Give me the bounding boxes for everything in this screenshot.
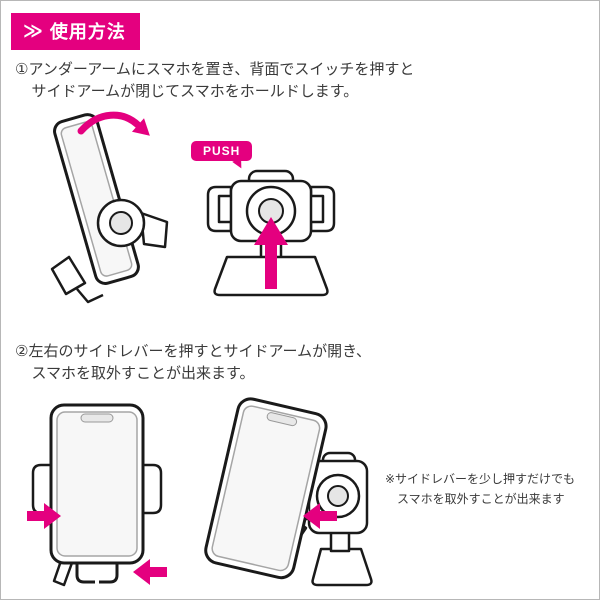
under-arm-plate <box>311 547 373 587</box>
step2-line1: ②左右のサイドレバーを押すとサイドアームが開き、 <box>15 343 372 360</box>
phone-angled <box>204 397 328 580</box>
usage-method-header: ≫ 使用方法 <box>11 13 140 50</box>
holder-arm <box>139 211 169 249</box>
step1-line1: ①アンダーアームにスマホを置き、背面でスイッチを押すと <box>15 61 415 78</box>
push-badge: PUSH <box>191 141 253 171</box>
header-title: 使用方法 <box>49 22 126 42</box>
under-arm-bracket <box>50 255 87 296</box>
note-line2: スマホを取外すことが出来ます <box>397 492 565 507</box>
holder-front-view-illustration <box>191 153 351 308</box>
side-lever-arrow-left-icon <box>27 503 61 529</box>
under-arm-foot-left <box>75 559 95 584</box>
place-phone-arrowhead-icon <box>131 118 150 136</box>
phone-notch <box>80 413 114 423</box>
side-arm-left <box>206 185 233 233</box>
place-phone-arrow-icon <box>77 111 142 135</box>
release-lever-arrow-icon <box>303 503 337 529</box>
note-text: ※サイドレバーを少し押すだけでも スマホを取外すことが出来ます <box>385 469 590 510</box>
side-lever-arrow-bottom-icon <box>133 559 167 585</box>
push-up-arrow-icon <box>254 217 288 289</box>
step1-text: ①アンダーアームにスマホを置き、背面でスイッチを押すと サイドアームが閉じてスマ… <box>15 59 414 103</box>
side-arm-right <box>141 463 163 515</box>
step2-line2: スマホを取外すことが出来ます。 <box>31 364 255 382</box>
push-label: PUSH <box>203 144 241 158</box>
under-arm-foot-right <box>99 559 119 584</box>
step1-line2: サイドアームが閉じてスマホをホールドします。 <box>31 82 359 100</box>
phone-in-holder-angled-illustration <box>193 397 378 599</box>
step2-text: ②左右のサイドレバーを押すとサイドアームが開き、 スマホを取外すことが出来ます。 <box>15 341 371 385</box>
phone-in-holder-front-illustration <box>27 395 167 599</box>
side-arm-right <box>309 185 336 233</box>
double-chevron-icon: ≫ <box>23 20 44 42</box>
note-line1: ※サイドレバーを少し押すだけでも <box>385 472 576 486</box>
holder-side-view-illustration <box>25 107 185 312</box>
